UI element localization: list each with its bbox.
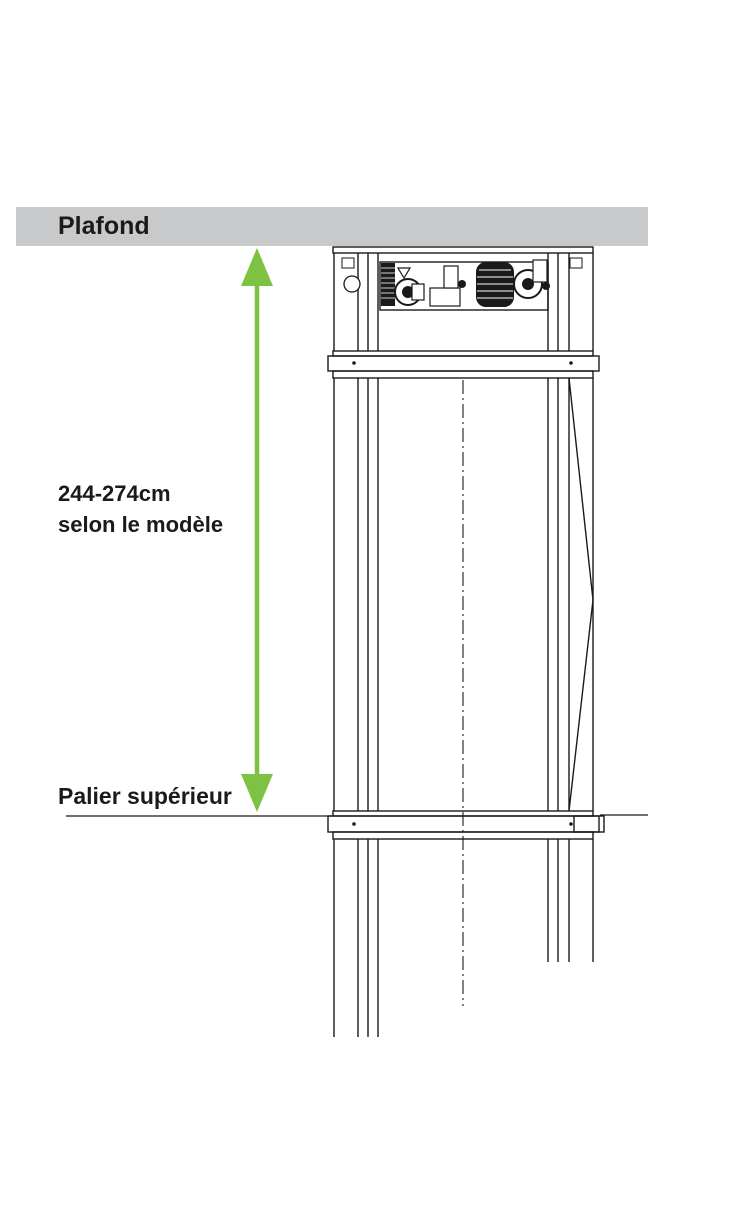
upper-landing-floor-line	[66, 814, 648, 817]
elevator-structure	[327, 246, 605, 1037]
height-dimension-label: 244-274cm selon le modèle	[58, 478, 223, 540]
crossbar-bolts	[352, 361, 573, 826]
ceiling-band	[16, 207, 648, 246]
ceiling-label: Plafond	[58, 212, 150, 240]
height-note-text: selon le modèle	[58, 512, 224, 537]
height-range-text: 244-274cm	[58, 481, 171, 506]
motor-assembly	[341, 257, 583, 307]
height-dimension-arrow	[241, 248, 273, 812]
upper-landing-label: Palier supérieur	[58, 783, 232, 809]
